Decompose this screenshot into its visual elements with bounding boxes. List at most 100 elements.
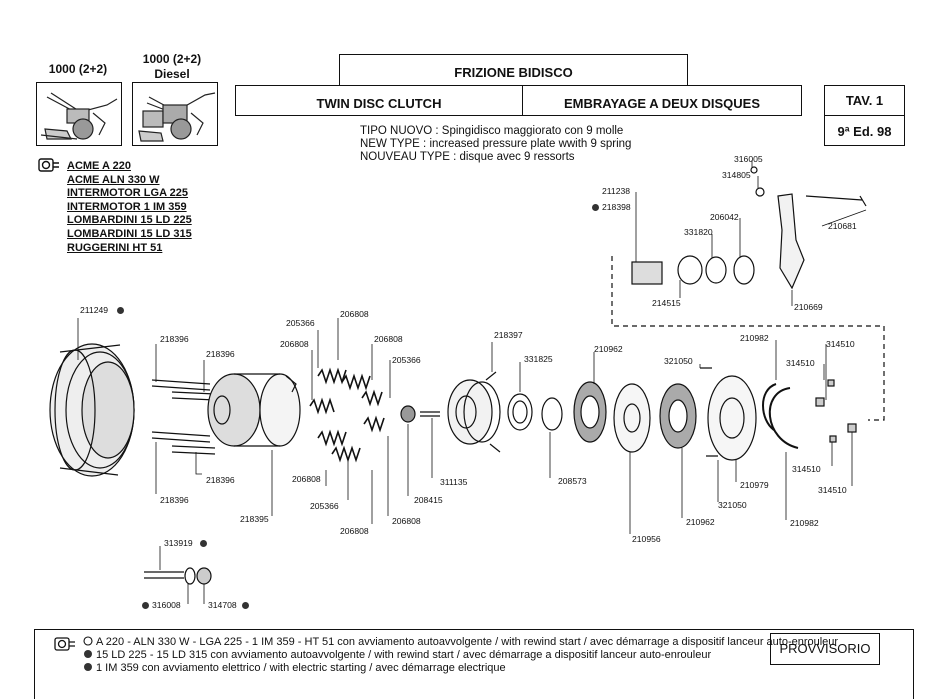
engine-item: INTERMOTOR LGA 225 [67, 187, 189, 200]
washer-208415 [400, 405, 416, 423]
part-label: 206808 [280, 339, 309, 349]
engine-icon [38, 158, 59, 172]
variant-dot [242, 602, 249, 609]
variant-dot [142, 602, 149, 609]
engine-icon [54, 637, 75, 651]
title-french: EMBRAYAGE A DEUX DISQUES [563, 96, 760, 111]
edition-label: 9ª Ed. 98 [837, 124, 892, 139]
part-label: 210979 [740, 480, 769, 490]
part-label: 314805 [722, 170, 751, 180]
part-label: 210962 [686, 517, 715, 527]
tractor-thumbnail-petrol [36, 82, 122, 146]
part-label: 218396 [160, 334, 189, 344]
status-label: PROVVISORIO [779, 641, 871, 656]
part-label: 218396 [206, 349, 235, 359]
part-label: 218398 [602, 202, 631, 212]
part-label: 331820 [684, 227, 713, 237]
variant-dot [592, 204, 599, 211]
legend-text: A 220 - ALN 330 W - LGA 225 - 1 IM 359 -… [96, 636, 838, 674]
part-label: 218396 [206, 475, 235, 485]
model-label-diesel: 1000 (2+2) Diesel [130, 52, 214, 82]
part-label: 206808 [340, 309, 369, 319]
tractor-diesel-image [138, 92, 216, 142]
friction-disc-210962b [659, 383, 697, 449]
bolts-218396 [151, 379, 216, 455]
part-label: 206808 [392, 516, 421, 526]
part-label: 311135 [440, 477, 468, 487]
flywheel-218395 [207, 373, 301, 447]
variant-dot [200, 540, 207, 547]
part-label: 314510 [786, 358, 815, 368]
table-number: TAV. 1 [845, 93, 884, 108]
part-label: 210681 [828, 221, 857, 231]
pins-321050 [700, 367, 718, 457]
title-box-french [522, 85, 802, 116]
part-label: 316005 [734, 154, 763, 164]
engine-item: RUGGERINI HT 51 [67, 241, 163, 254]
part-label: 205366 [286, 318, 315, 328]
ring-208573 [541, 397, 563, 431]
tractor-thumbnail-diesel [132, 82, 218, 146]
edition-box [824, 115, 905, 146]
bolt-313919 [144, 567, 212, 585]
part-label: 321050 [664, 356, 693, 366]
part-label: 210956 [632, 534, 661, 544]
part-label: 206808 [340, 526, 369, 536]
legend-markers [83, 636, 93, 671]
engine-item: LOMBARDINI 15 LD 315 [67, 227, 192, 240]
part-label: 211238 [602, 186, 631, 196]
part-label: 210962 [594, 344, 623, 354]
legend-frame [34, 629, 914, 699]
part-label: 205366 [392, 355, 421, 365]
part-label: 321050 [718, 500, 747, 510]
part-label: 210982 [790, 518, 819, 528]
bearing-331825 [507, 393, 533, 431]
new-type-notes: TIPO NUOVO : Spingidisco maggiorato con … [360, 125, 631, 164]
circlip-210982 [768, 387, 799, 449]
part-label: 314510 [818, 485, 847, 495]
note-french: NOUVEAU TYPE : disque avec 9 ressorts [360, 151, 575, 163]
engine-item: ACME ALN 330 W [67, 173, 160, 186]
title-italian: FRIZIONE BIDISCO [454, 65, 573, 80]
variant-dot [117, 307, 124, 314]
plate-210956 [613, 383, 651, 453]
part-label: 214515 [652, 298, 681, 308]
part-label: 211249 [80, 305, 109, 315]
part-label: 313919 [164, 538, 193, 548]
model-label-petrol: 1000 (2+2) [48, 62, 108, 76]
pressure-plate-218397 [447, 371, 501, 453]
engine-item: ACME A 220 [67, 160, 131, 172]
part-label: 205366 [310, 501, 339, 511]
part-label: 218395 [240, 514, 269, 524]
part-label: 314708 [208, 600, 237, 610]
legend-row-electric: 1 IM 359 con avviamento elettrico / with… [96, 662, 506, 674]
bell-housing-211249 [49, 343, 135, 477]
model-label-diesel-line1: 1000 (2+2) [142, 52, 202, 66]
dashed-connector [611, 256, 885, 421]
screw-311135 [420, 411, 440, 417]
engine-list: ACME A 220 ACME ALN 330 W INTERMOTOR LGA… [67, 160, 192, 255]
friction-disc-210962a [573, 381, 607, 443]
part-label: 208573 [558, 476, 587, 486]
note-english: NEW TYPE : increased pressure plate wwit… [360, 138, 632, 150]
nut-314510 [815, 397, 825, 407]
release-assembly [631, 166, 867, 290]
legend-row-rewind: A 220 - ALN 330 W - LGA 225 - 1 IM 359 -… [96, 636, 839, 648]
model-label-diesel-line2: Diesel [154, 67, 190, 81]
engine-item: LOMBARDINI 15 LD 225 [67, 214, 192, 227]
status-box [770, 633, 880, 665]
part-label: 206808 [374, 334, 403, 344]
part-label: 210669 [794, 302, 823, 312]
part-label: 331825 [524, 354, 553, 364]
tractor-petrol-image [40, 92, 118, 140]
legend-row-lombardini: 15 LD 225 - 15 LD 315 con avviamento aut… [96, 649, 712, 661]
part-label: 206808 [292, 474, 321, 484]
part-label: 206042 [710, 212, 739, 222]
note-italian: TIPO NUOVO : Spingidisco maggiorato con … [360, 125, 624, 137]
part-label: 218397 [494, 330, 523, 340]
springs-205366-206808 [309, 367, 385, 463]
title-english: TWIN DISC CLUTCH [316, 96, 442, 111]
part-label: 210982 [740, 333, 769, 343]
part-label: 218396 [160, 495, 189, 505]
